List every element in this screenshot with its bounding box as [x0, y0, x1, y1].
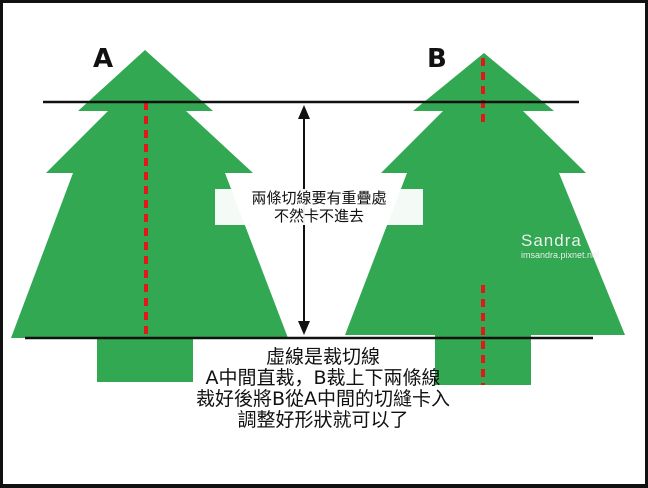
tree-b: [345, 53, 625, 385]
instruction-line-2: A中間直裁，B裁上下兩條線: [205, 367, 441, 389]
tree-b-foliage: [345, 53, 625, 335]
watermark: Sandra imsandra.pixnet.net: [521, 231, 600, 260]
instruction-line-4: 調整好形狀就可以了: [237, 409, 409, 431]
tree-a-foliage: [11, 50, 288, 338]
instruction-line-3: 裁好後將B從A中間的切縫卡入: [195, 388, 451, 410]
tree-b-label: B: [427, 44, 447, 74]
diagram-art: A B: [11, 44, 625, 385]
overlap-note-line-1: 兩條切線要有重疊處: [251, 189, 387, 207]
tree-a-label: A: [93, 44, 113, 74]
overlap-note-line-2: 不然卡不進去: [273, 207, 364, 225]
overlap-note: 兩條切線要有重疊處 不然卡不進去: [215, 189, 423, 225]
instruction-text: 虛線是裁切線 A中間直裁，B裁上下兩條線 裁好後將B從A中間的切縫卡入 調整好形…: [123, 347, 523, 431]
watermark-name: Sandra: [521, 231, 582, 250]
tree-a: [11, 50, 288, 382]
watermark-site: imsandra.pixnet.net: [521, 250, 600, 260]
instruction-line-1: 虛線是裁切線: [265, 346, 380, 368]
tree-a-trunk: [97, 338, 193, 382]
